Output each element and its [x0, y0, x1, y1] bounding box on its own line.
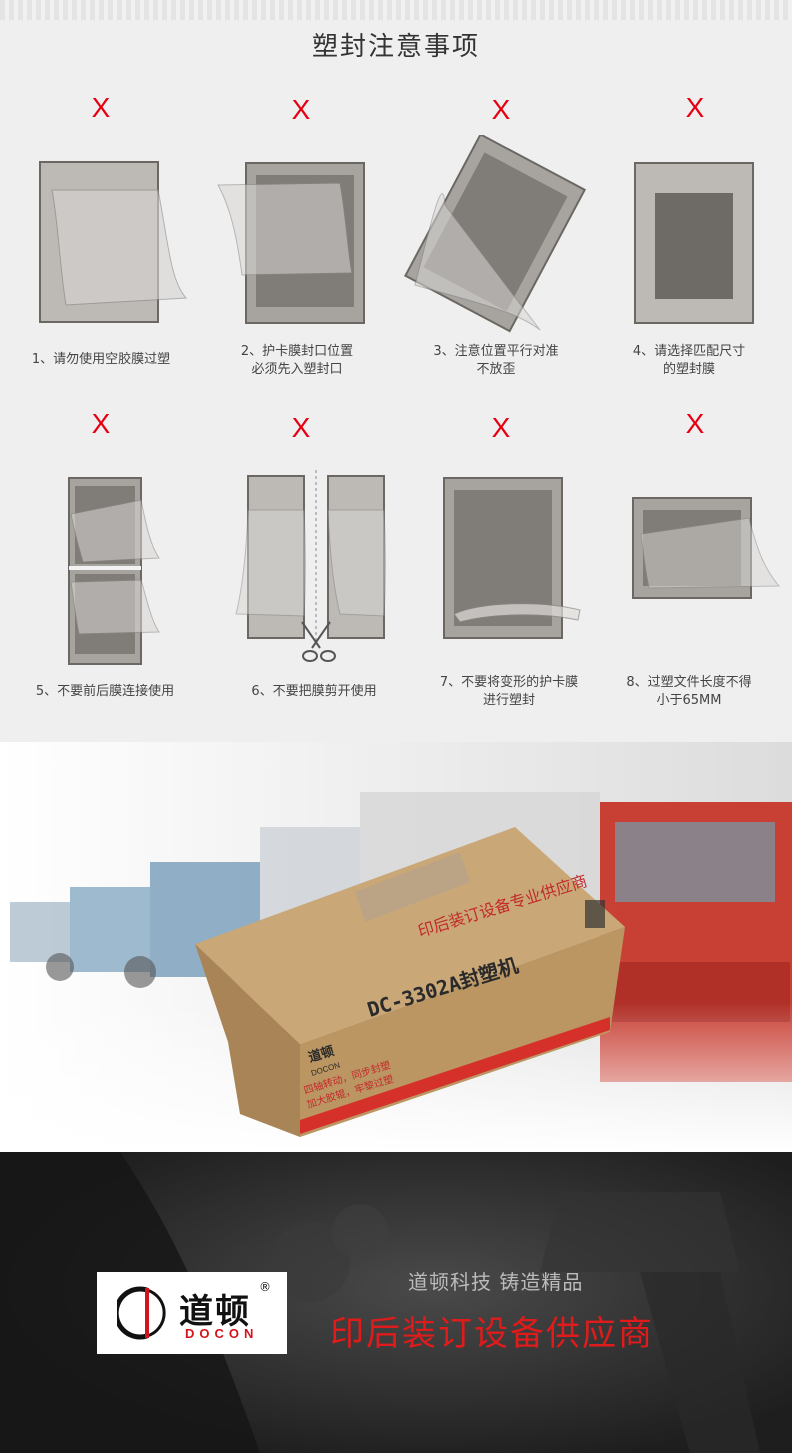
tip-3: 3、注意位置平行对准不放歪: [433, 344, 559, 377]
x-mark-3: X: [491, 94, 511, 125]
pouch-seal-edge-figure: [217, 162, 365, 324]
cut-pouch-figure: [235, 470, 386, 662]
docon-logo-mark-icon: [117, 1286, 166, 1340]
packaging-photo-section: 印后装订设备专业供应商 DC-3302A封塑机 道顿 DOCON 四轴转动，同步…: [0, 742, 792, 1152]
supplier-headline: 印后装订设备供应商: [330, 1314, 654, 1354]
page-title: 塑封注意事项: [311, 32, 480, 62]
lamination-notes-section: 塑封注意事项 X X X X X X X X: [0, 0, 792, 742]
docon-logo: 道顿 ® DOCON: [97, 1272, 287, 1354]
x-mark-7: X: [491, 412, 511, 443]
size-mismatch-figure: [634, 162, 754, 324]
brand-banner: [0, 1152, 792, 1453]
tilted-pouch-figure: [404, 135, 587, 333]
tip-8: 8、过塑文件长度不得小于65MM: [626, 675, 752, 708]
top-texture-band: [0, 0, 792, 20]
qr-code-icon: [585, 900, 605, 928]
logo-brand-en: DOCON: [185, 1326, 259, 1341]
tip-6: 6、不要把膜剪开使用: [251, 684, 377, 699]
registered-mark: ®: [259, 1280, 271, 1294]
x-mark-2: X: [291, 94, 311, 125]
deformed-pouch-figure: [443, 477, 581, 639]
joined-pouches-figure: [68, 477, 160, 665]
shipping-box-illustration: 印后装订设备专业供应商 DC-3302A封塑机 道顿 DOCON 四轴转动，同步…: [0, 742, 792, 1152]
x-mark-1: X: [91, 92, 111, 123]
x-mark-8: X: [685, 408, 705, 439]
x-mark-6: X: [291, 412, 311, 443]
tip-5: 5、不要前后膜连接使用: [35, 684, 175, 699]
box-brand-cn: 道顿: [306, 1043, 336, 1066]
x-mark-4: X: [685, 92, 705, 123]
short-document-figure: [632, 497, 781, 599]
brand-slogan: 道顿科技 铸造精品: [408, 1270, 584, 1294]
tip-2: 2、护卡膜封口位置必须先入塑封口: [240, 344, 354, 377]
logo-brand-cn: 道顿: [179, 1292, 251, 1332]
x-mark-5: X: [91, 408, 111, 439]
empty-pouch-figure: [39, 161, 188, 323]
tip-1: 1、请勿使用空胶膜过塑: [31, 352, 171, 367]
tip-7: 7、不要将变形的护卡膜进行塑封: [439, 675, 579, 708]
tip-4: 4、请选择匹配尺寸的塑封膜: [632, 344, 746, 377]
